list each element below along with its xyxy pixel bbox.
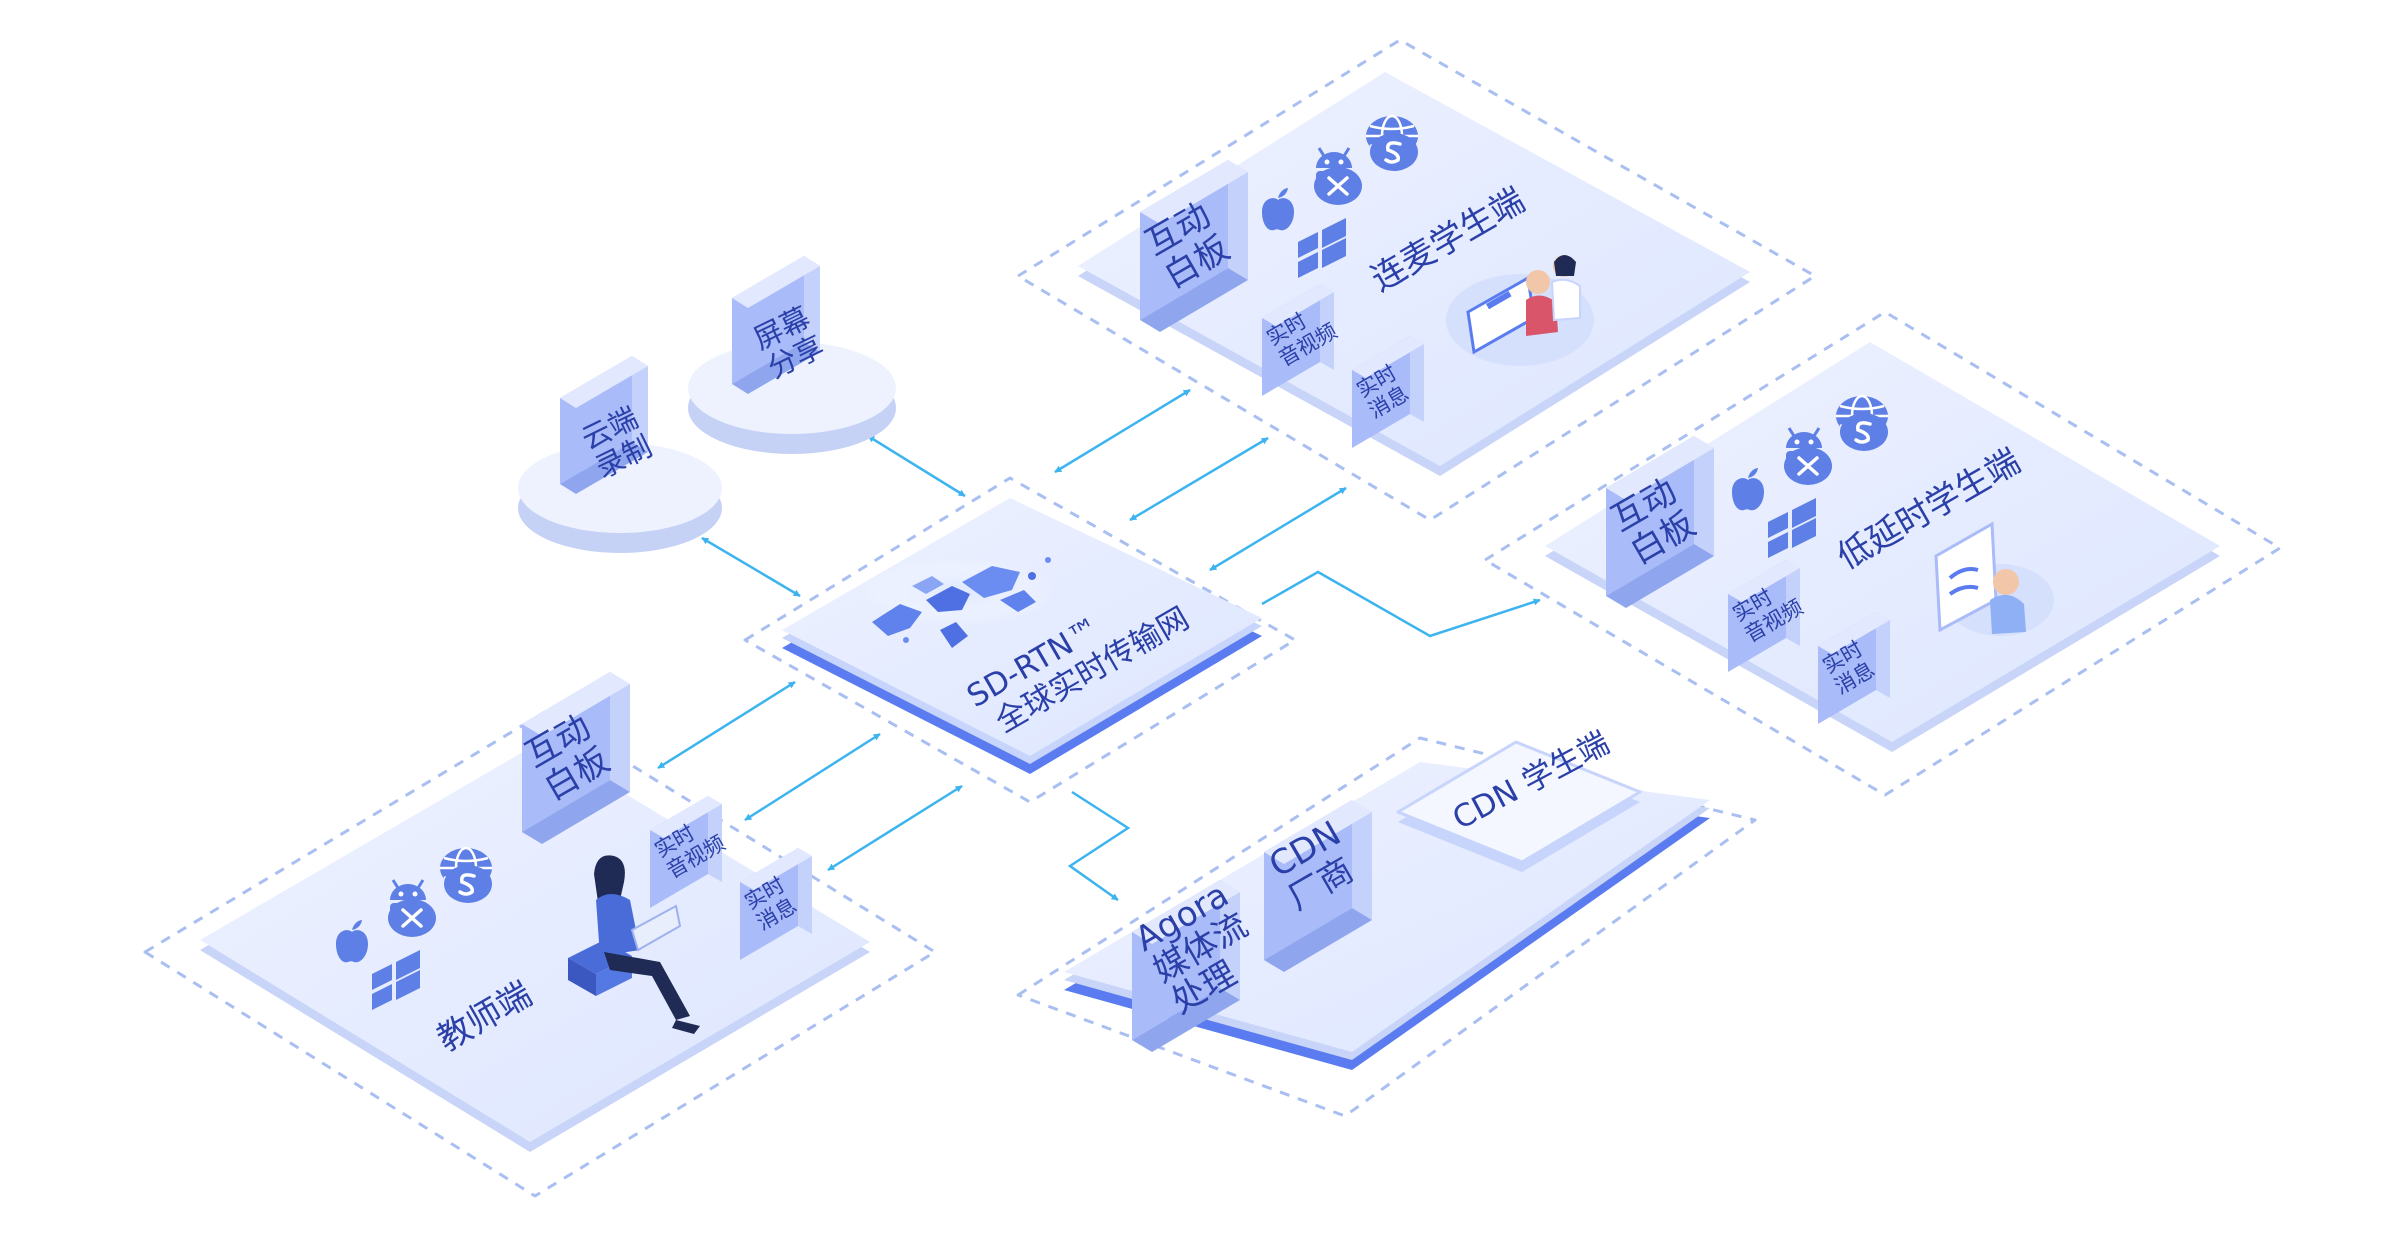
arrow-hub-cohost-1 <box>1054 388 1191 474</box>
group-borders <box>143 38 2282 1198</box>
lowlat-student-illustration <box>1934 521 2054 636</box>
teacher-group: 互动白板 实时音视频 实时消息 教师端 <box>200 672 870 1152</box>
cohost-students-illustration <box>1446 255 1594 366</box>
hub-panel: SD-RTN™全球实时传输网 <box>782 498 1262 774</box>
link-hub-lowlatency <box>1261 570 1541 638</box>
arrow-hub-teacher-2 <box>744 732 881 822</box>
lowlat-dashed-border <box>1483 310 2282 797</box>
arrow-hub-teacher-3 <box>827 784 963 872</box>
link-hub-agora <box>1067 790 1131 902</box>
arrow-hub-recording <box>701 536 801 598</box>
arrow-hub-cohost-3 <box>1209 486 1347 572</box>
cdn-group: Agora媒体流处理 CDN厂商 CDN 学生端 <box>1064 725 1710 1070</box>
arrow-hub-teacher-1 <box>657 680 796 770</box>
svg-text:Agora媒体流处理: Agora媒体流处理 <box>1129 874 1273 1022</box>
teacher-person-illustration <box>568 855 700 1034</box>
recording-pod: 云端录制 <box>518 356 722 553</box>
teacher-dashed-border <box>143 710 937 1198</box>
cohost-group: 互动白板 实时音视频 实时消息 连麦学生端 <box>1078 72 1750 476</box>
arrow-hub-cohost-2 <box>1129 436 1269 522</box>
screen-share-pod: 屏幕分享 <box>688 256 896 454</box>
cohost-dashed-border <box>1016 38 1817 522</box>
cdn-dashed-border <box>1016 736 1757 1118</box>
arrow-hub-screen <box>867 434 966 498</box>
world-map-graphic <box>862 557 1054 648</box>
low-latency-group: 互动白板 实时音视频 实时消息 低延时学生端 <box>1545 342 2220 752</box>
